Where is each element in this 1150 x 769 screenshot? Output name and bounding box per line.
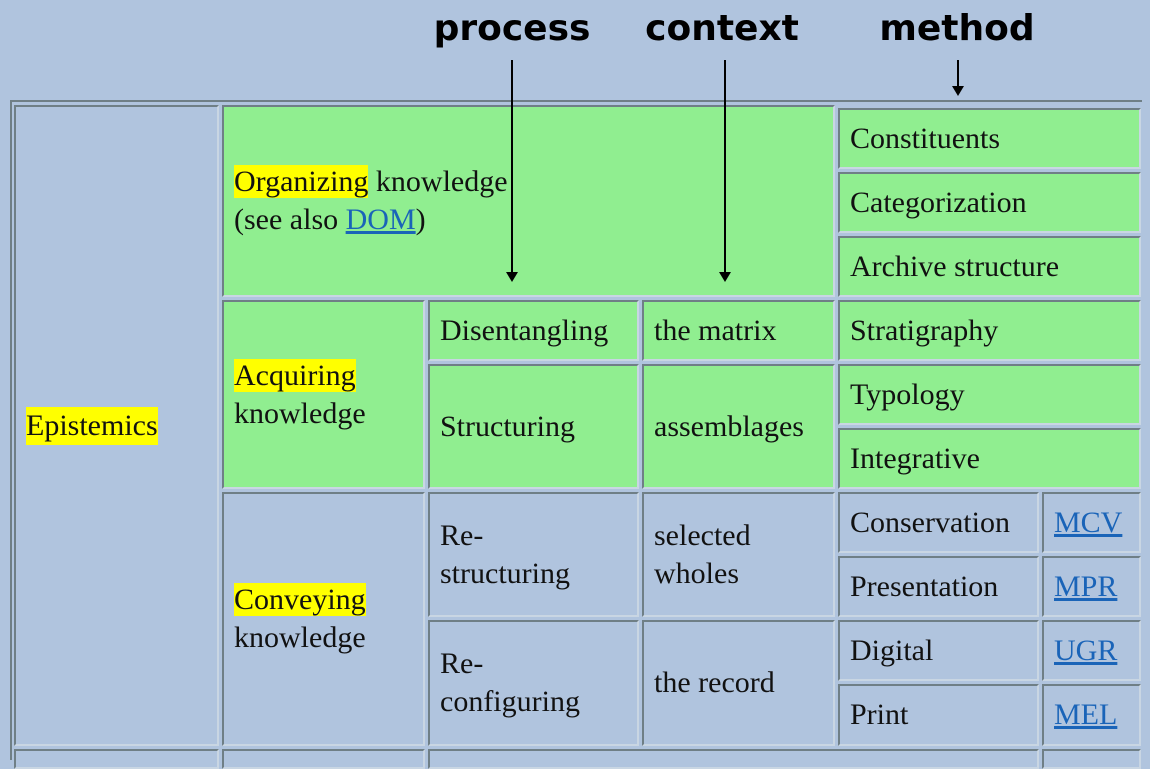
organizing-cell: Organizing knowledge (see also DOM) <box>222 105 835 297</box>
domain-cell: Epistemics <box>14 105 219 746</box>
conveying-highlight: Conveying <box>234 583 366 616</box>
context-arrow-icon <box>719 60 731 282</box>
context-cell: selected wholes <box>642 492 835 617</box>
conveying-cell: Conveying knowledge <box>222 492 425 746</box>
code-link[interactable]: MPR <box>1054 569 1118 603</box>
context-line: selected <box>654 518 751 552</box>
next-row-cell <box>14 749 219 769</box>
acquiring-rest: knowledge <box>234 396 366 430</box>
method-cell: Integrative <box>838 428 1141 489</box>
code-link[interactable]: MCV <box>1054 505 1123 539</box>
see-also-post: ) <box>415 203 426 236</box>
context-header: context <box>645 8 799 49</box>
process-cell: Disentangling <box>428 300 639 361</box>
code-cell: UGR <box>1042 620 1141 681</box>
method-cell: Categorization <box>838 172 1141 233</box>
see-also-pre: (see also <box>234 203 346 236</box>
code-link[interactable]: MEL <box>1054 698 1118 731</box>
acquiring-highlight: Acquiring <box>234 358 356 392</box>
method-cell: Presentation <box>838 556 1039 617</box>
process-cell: Structuring <box>428 364 639 489</box>
code-cell: MPR <box>1042 556 1141 617</box>
method-cell: Archive structure <box>838 236 1141 297</box>
method-arrow-icon <box>952 60 964 96</box>
acquiring-cell: Acquiring knowledge <box>222 300 425 489</box>
process-line: structuring <box>440 556 570 590</box>
code-cell: MEL <box>1042 684 1141 746</box>
organizing-rest: knowledge <box>368 165 508 198</box>
code-cell: MCV <box>1042 492 1141 553</box>
knowledge-table <box>10 100 1142 760</box>
process-arrow-icon <box>506 60 518 282</box>
method-cell: Constituents <box>838 108 1141 169</box>
method-cell: Digital <box>838 620 1039 681</box>
dom-link[interactable]: DOM <box>345 203 416 236</box>
next-row-cell <box>428 749 1039 769</box>
conveying-rest: knowledge <box>234 621 366 654</box>
process-line: Re- <box>440 518 484 552</box>
context-cell: assemblages <box>642 364 835 489</box>
next-row-cell <box>1042 749 1141 769</box>
method-cell: Stratigraphy <box>838 300 1141 361</box>
process-line: configuring <box>440 685 580 718</box>
process-line: Re- <box>440 647 484 680</box>
method-header: method <box>879 8 1035 49</box>
domain-label: Epistemics <box>26 406 158 445</box>
context-cell: the record <box>642 620 835 746</box>
process-cell: Re-structuring <box>428 492 639 617</box>
process-cell: Re-configuring <box>428 620 639 746</box>
process-header: process <box>433 8 591 49</box>
method-cell: Typology <box>838 364 1141 425</box>
context-cell: the matrix <box>642 300 835 361</box>
organizing-highlight: Organizing <box>234 165 369 198</box>
method-cell: Conservation <box>838 492 1039 553</box>
next-row-cell <box>222 749 425 769</box>
code-link[interactable]: UGR <box>1054 633 1118 667</box>
context-line: wholes <box>654 556 739 590</box>
method-cell: Print <box>838 684 1039 746</box>
